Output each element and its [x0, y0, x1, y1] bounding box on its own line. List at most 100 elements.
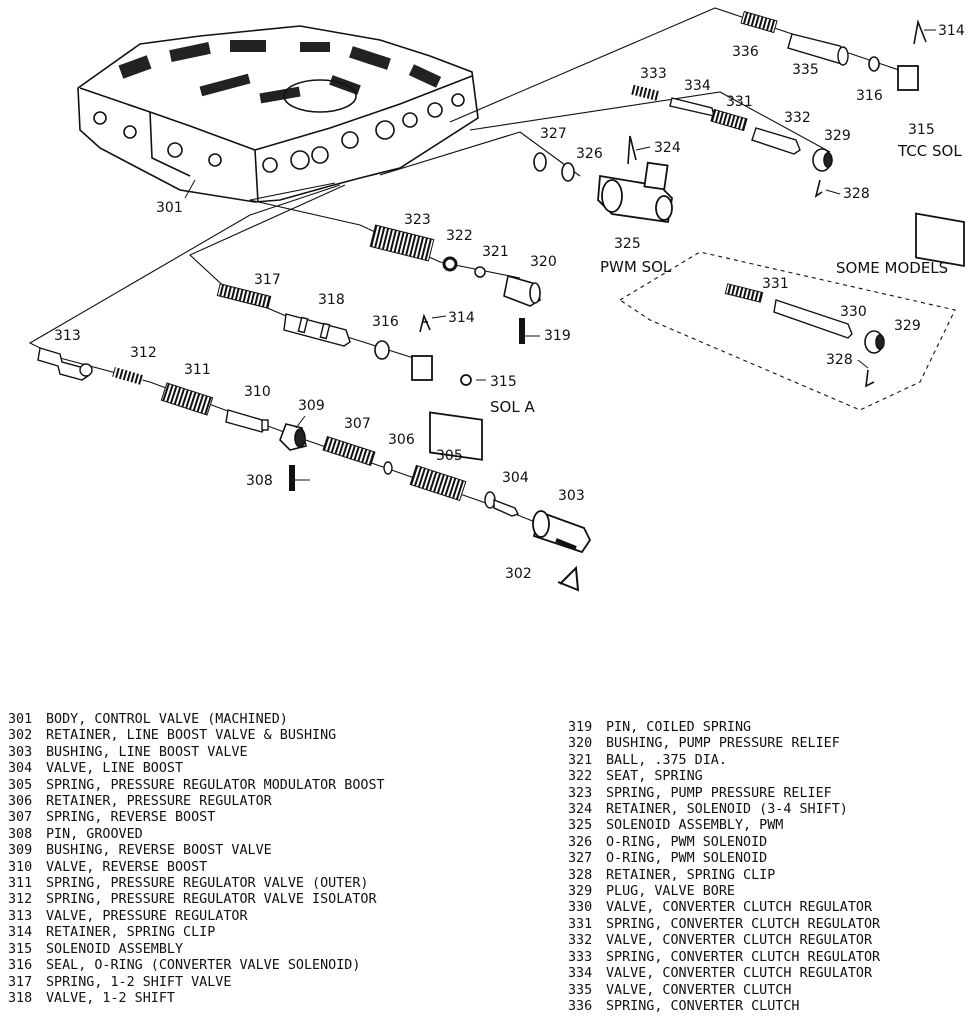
legend-part-description: RETAINER, SOLENOID (3-4 SHIFT): [606, 802, 848, 818]
legend-row: 311 SPRING, PRESSURE REGULATOR VALVE (OUT…: [8, 876, 385, 892]
label-325: 325: [614, 236, 641, 252]
legend-part-number: 311: [8, 876, 33, 892]
part-336-spring: [740, 10, 778, 34]
legend-part-number: 327: [568, 851, 593, 867]
legend-part-number: 308: [8, 826, 33, 842]
part-309-reverse-boost-bushing: [279, 423, 307, 451]
legend-part-number: 321: [568, 752, 593, 768]
legend-part-number: 333: [568, 949, 593, 965]
label-310: 310: [244, 384, 271, 400]
part-308-grooved-pin: [289, 465, 295, 491]
control-valve-body: [77, 25, 479, 203]
legend-part-description: PLUG, VALVE BORE: [606, 884, 735, 900]
legend-row: 326 O-RING, PWM SOLENOID: [568, 835, 880, 851]
legend-part-description: SOLENOID ASSEMBLY: [46, 941, 184, 957]
label-pwm-sol: PWM SOL: [600, 258, 672, 276]
label-334: 334: [684, 78, 711, 94]
label-301: 301: [156, 200, 183, 216]
part-329-plug-b: [864, 330, 885, 354]
part-305-spring: [409, 464, 467, 502]
legend-part-description: VALVE, CONVERTER CLUTCH REGULATOR: [606, 933, 873, 949]
label-329-b: 329: [894, 318, 921, 334]
legend-row: 301 BODY, CONTROL VALVE (MACHINED): [8, 712, 385, 728]
legend-part-description: RETAINER, SPRING CLIP: [606, 867, 776, 883]
tcc-solenoid: [897, 65, 965, 268]
legend-row: 328 RETAINER, SPRING CLIP: [568, 868, 880, 884]
legend-part-description: BODY, CONTROL VALVE (MACHINED): [46, 712, 288, 727]
part-316-oring-a: [374, 340, 390, 360]
legend-part-number: 318: [8, 990, 33, 1006]
legend-part-description: BUSHING, REVERSE BOOST VALVE: [46, 843, 272, 859]
label-307: 307: [344, 416, 371, 432]
legend-part-description: VALVE, LINE BOOST: [46, 761, 184, 777]
label-323: 323: [404, 212, 431, 228]
exploded-parts-diagram: 301 302 303 304 305 306 307 308 309 310 …: [28, 7, 965, 592]
legend-part-description: O-RING, PWM SOLENOID: [606, 834, 768, 850]
legend-part-description: BUSHING, PUMP PRESSURE RELIEF: [606, 736, 840, 752]
legend-row: 307 SPRING, REVERSE BOOST: [8, 810, 385, 826]
legend-part-number: 328: [568, 867, 593, 883]
legend-part-number: 332: [568, 933, 593, 949]
legend-part-description: PIN, COILED SPRING: [606, 720, 752, 735]
part-320-bushing: [503, 274, 541, 307]
legend-part-description: VALVE, 1-2 SHIFT: [46, 990, 175, 1006]
legend-part-description: SPRING, PRESSURE REGULATOR VALVE (OUTER): [46, 876, 369, 892]
legend-part-number: 330: [568, 900, 593, 916]
part-318-shift-valve: [283, 313, 351, 347]
legend-part-description: RETAINER, PRESSURE REGULATOR: [46, 794, 272, 810]
part-312-spring: [112, 367, 144, 385]
legend-part-description: SPRING, REVERSE BOOST: [46, 810, 216, 826]
legend-part-number: 319: [568, 720, 593, 735]
legend-part-description: VALVE, CONVERTER CLUTCH REGULATOR: [606, 966, 873, 982]
legend-part-number: 301: [8, 712, 33, 727]
label-304: 304: [502, 470, 529, 486]
label-317: 317: [254, 272, 281, 288]
legend-part-number: 324: [568, 802, 593, 818]
label-sol-a: SOL A: [490, 398, 535, 416]
part-321-ball: [474, 266, 486, 278]
legend-part-number: 307: [8, 810, 33, 826]
part-335-valve: [787, 33, 849, 66]
part-333-spring: [631, 84, 661, 102]
part-330-valve: [773, 299, 853, 339]
label-321: 321: [482, 244, 509, 260]
legend-part-description: SOLENOID ASSEMBLY, PWM: [606, 818, 784, 834]
part-327-oring: [533, 152, 547, 172]
part-334-valve: [669, 97, 715, 117]
legend-part-description: VALVE, PRESSURE REGULATOR: [46, 908, 248, 924]
part-311-spring: [160, 382, 214, 416]
legend-part-description: BUSHING, LINE BOOST VALVE: [46, 744, 248, 760]
legend-part-number: 313: [8, 908, 33, 924]
label-330: 330: [840, 304, 867, 320]
pwm-solenoid: [597, 161, 673, 224]
legend-part-description: VALVE, CONVERTER CLUTCH REGULATOR: [606, 900, 873, 916]
label-316-a: 316: [372, 314, 399, 330]
part-326-oring: [561, 162, 575, 182]
legend-part-number: 322: [568, 769, 593, 785]
label-311: 311: [184, 362, 211, 378]
legend-part-description: SEAT, SPRING: [606, 769, 703, 785]
legend-row: 322 SEAT, SPRING: [568, 769, 880, 785]
label-326: 326: [576, 146, 603, 162]
legend-part-description: SPRING, CONVERTER CLUTCH REGULATOR: [606, 916, 881, 932]
label-315-b: 315: [908, 122, 935, 138]
part-316-oring-b: [868, 56, 880, 72]
legend-row: 332 VALVE, CONVERTER CLUTCH REGULATOR: [568, 933, 880, 949]
label-332: 332: [784, 110, 811, 126]
legend-part-description: VALVE, REVERSE BOOST: [46, 859, 208, 875]
label-328-b: 328: [826, 352, 853, 368]
label-312: 312: [130, 345, 157, 361]
legend-part-number: 326: [568, 834, 593, 850]
legend-part-number: 309: [8, 843, 33, 859]
legend-part-number: 317: [8, 974, 33, 990]
